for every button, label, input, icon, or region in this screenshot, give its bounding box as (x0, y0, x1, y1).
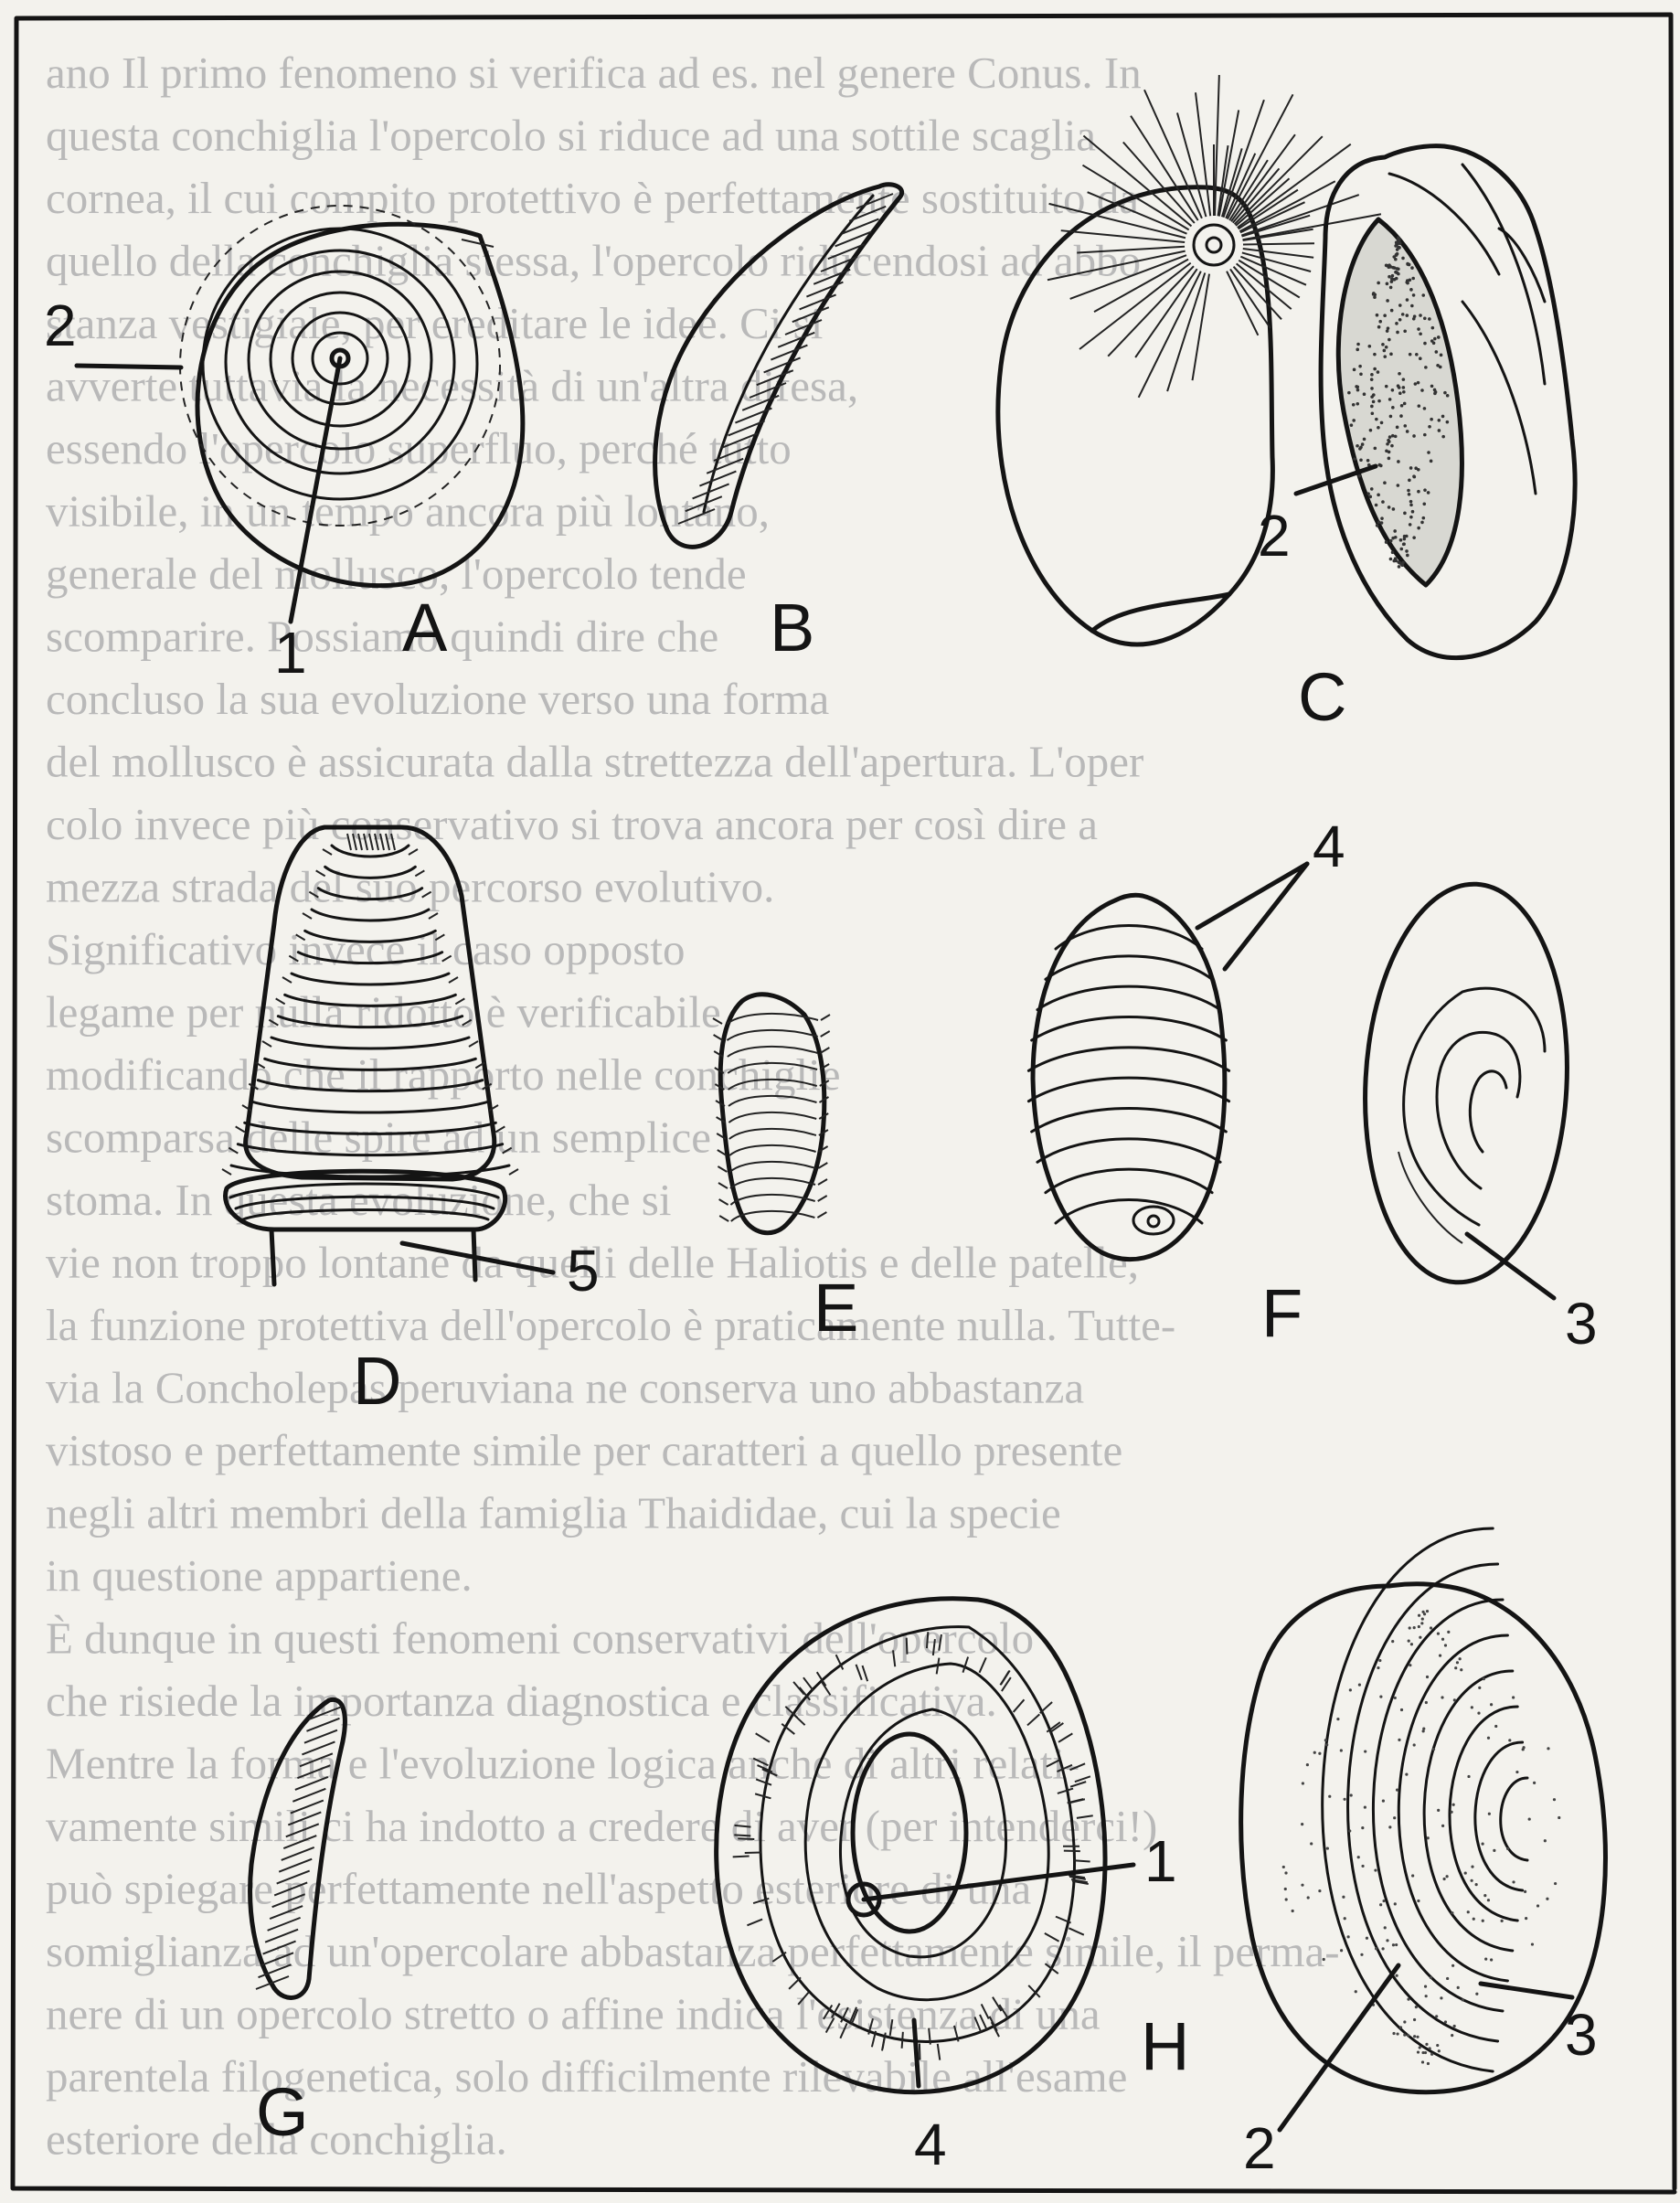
figure-h-label-4: 4 (914, 2112, 947, 2177)
background-text-line: ano Il primo fenomeno si verifica ad es.… (46, 48, 1142, 98)
figure-f-drawing (1028, 879, 1577, 1288)
background-text-line: legame per nulla ridotto è verificabile (46, 987, 721, 1038)
background-text-line: in questione appartiene. (46, 1550, 473, 1601)
figure-a-label-1: 1 (274, 620, 307, 686)
figure-a-letter: A (402, 590, 448, 665)
background-text-line: È dunque in questi fenomeni conservativi… (46, 1613, 1034, 1664)
background-text-line: Mentre la forma e l'evoluzione logica an… (46, 1739, 1079, 1789)
background-text-line: Significativo invece il caso opposto (46, 924, 685, 974)
background-text-line: scomparire. Possiamo quindi dire che (46, 612, 718, 662)
figure-e: E (713, 995, 858, 1346)
background-text-line: parentela filogenetica, solo difficilmen… (46, 2051, 1127, 2102)
figure-b-letter: B (770, 590, 814, 665)
background-text-line: del mollusco è assicurata dalla strettez… (46, 737, 1143, 787)
figure-h-label-3: 3 (1565, 2002, 1598, 2068)
figure-f-label-3: 3 (1565, 1291, 1598, 1357)
background-text-line: essendo l'opercolo superfluo, perché tut… (46, 423, 792, 474)
background-text-line: somiglianza ad un'opercolare abbastanza … (46, 1926, 1340, 1976)
figure-e-drawing (713, 995, 830, 1233)
figure-d-label-5: 5 (567, 1238, 600, 1304)
background-text-line: può spiegare perfettamente nell'aspetto … (46, 1864, 1031, 1914)
figure-f-label-4: 4 (1313, 814, 1345, 879)
figure-h-label-2: 2 (1243, 2115, 1276, 2181)
figure-c-letter: C (1298, 659, 1346, 735)
background-text-line: quello della conchiglia stessa, l'operco… (46, 236, 1141, 286)
figure-a-label-2: 2 (44, 293, 77, 358)
background-text-line: via la Concholepas peruviana ne conserva… (46, 1363, 1084, 1413)
background-text-line: vistoso e perfettamente simile per carat… (46, 1425, 1122, 1475)
background-text-line: concluso la sua evoluzione verso una for… (46, 674, 829, 724)
figure-c-label-2: 2 (1258, 503, 1291, 569)
figure-e-letter: E (813, 1270, 858, 1346)
figure-f-letter: F (1261, 1275, 1303, 1351)
background-text-line: vamente simili ci ha indotto a credere d… (46, 1801, 1157, 1851)
background-text-line: generale del mollusco, l'opercolo tende (46, 548, 747, 599)
background-text-line: questa conchiglia l'opercolo si riduce a… (46, 111, 1096, 161)
figure-h-label-1: 1 (1144, 1828, 1177, 1894)
background-text-line: che risiede la importanza diagnostica e … (46, 1676, 997, 1726)
background-text-line: stanza vestigiale, per ereditare le idee… (46, 298, 823, 348)
figure-d-letter: D (353, 1343, 401, 1419)
background-text-line: nere di un opercolo stretto o affine ind… (46, 1989, 1101, 2039)
background-text-line: colo invece più conservativo si trova an… (46, 799, 1098, 849)
figure-c-drawing (998, 75, 1575, 658)
figure-g-letter: G (256, 2074, 309, 2150)
background-text-line: stoma. In questa evoluzione, che si (46, 1175, 671, 1225)
background-text-line: negli altri membri della famiglia Thaidi… (46, 1488, 1061, 1538)
background-text-line: la funzione protettiva dell'opercolo è p… (46, 1300, 1175, 1350)
background-text-line: cornea, il cui compito protettivo è perf… (46, 173, 1139, 223)
figure-h-letter: H (1141, 2008, 1189, 2084)
